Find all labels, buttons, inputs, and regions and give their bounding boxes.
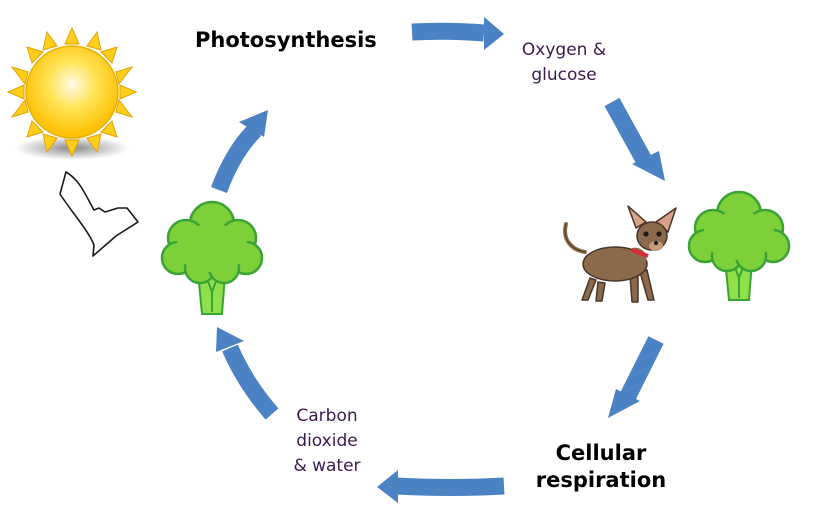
oxygen-glucose-line-2: glucose <box>531 65 597 85</box>
cellular-respiration-line-2: respiration <box>535 468 667 492</box>
cellular-respiration-line-1: Cellular <box>555 441 647 465</box>
carbon-dioxide-water-label: Carbon dioxide & water <box>278 404 376 479</box>
carbon-dioxide-water-line-3: & water <box>293 456 361 476</box>
arrowhead-lower-right <box>608 389 640 418</box>
cycle-arrow-lower-left <box>222 344 279 420</box>
carbon-dioxide-water-line-1: Carbon <box>296 406 358 426</box>
cycle-arrow-upper-right <box>604 97 653 167</box>
cycle-arrow-bottom <box>395 477 505 496</box>
tree-icon-left <box>160 200 264 315</box>
arrowhead-upper-left <box>239 110 268 137</box>
tree-icon-right <box>687 190 791 301</box>
cycle-arrow-top <box>411 22 485 42</box>
oxygen-glucose-label: Oxygen & glucose <box>508 38 620 88</box>
cellular-respiration-label: Cellular respiration <box>522 440 680 494</box>
arrowhead-lower-left <box>216 327 244 352</box>
arrowhead-top <box>484 17 504 50</box>
dog-icon <box>563 205 677 303</box>
photosynthesis-label: Photosynthesis <box>195 28 377 52</box>
arrowhead-upper-right <box>632 151 665 181</box>
arrowhead-bottom <box>377 470 398 503</box>
sunlight-arrow <box>59 171 139 257</box>
carbon-dioxide-water-line-2: dioxide <box>296 431 358 451</box>
sun-icon <box>6 26 138 160</box>
cycle-arrow-upper-left <box>211 123 262 194</box>
oxygen-glucose-line-1: Oxygen & <box>521 40 607 60</box>
cycle-arrow-lower-right <box>620 336 664 400</box>
